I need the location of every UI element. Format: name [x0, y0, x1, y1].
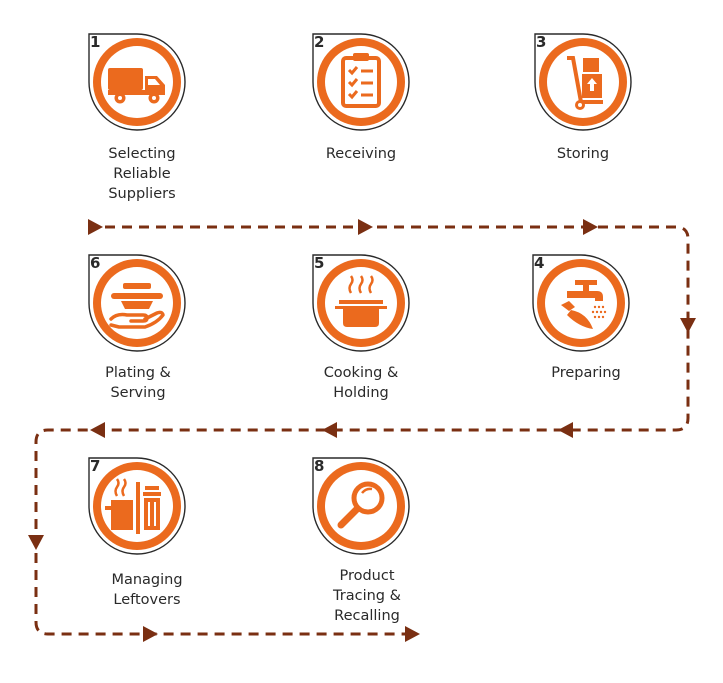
flow-line-row1 [34, 225, 690, 636]
step-label-3: Storing [508, 144, 658, 164]
label-line: Holding [333, 385, 389, 401]
arrow-right-2 [358, 219, 373, 235]
label-line: Tracing & [333, 588, 401, 604]
label-line: Suppliers [108, 186, 176, 202]
label-line: Serving [110, 385, 166, 401]
step-number: 6 [90, 254, 101, 272]
step-6: 6 [87, 253, 187, 353]
step-label-7: Managing Leftovers [72, 570, 222, 610]
truck-icon [108, 68, 165, 104]
serving-hand-icon [109, 283, 165, 329]
step-5: 5 [311, 253, 411, 353]
hand-truck-icon [567, 56, 603, 110]
arrow-right-4 [143, 626, 158, 642]
step-number: 4 [534, 254, 545, 272]
step-8: 8 [311, 456, 411, 556]
arrow-left-3 [90, 422, 105, 438]
step-label-4: Preparing [511, 363, 661, 383]
arrow-down-2 [28, 535, 44, 550]
label-line: Leftovers [113, 592, 181, 608]
step-7: 7 [87, 456, 187, 556]
label-line: Plating & [105, 365, 171, 381]
clipboard-checklist-icon [341, 53, 381, 108]
label-line: Preparing [551, 365, 621, 381]
label-line: Selecting [108, 146, 176, 162]
steaming-pot-icon [335, 275, 387, 327]
arrow-left-2 [322, 422, 337, 438]
step-number: 5 [314, 254, 325, 272]
label-line: Receiving [325, 146, 397, 162]
step-label-2: Receiving [286, 144, 436, 164]
step-3: 3 [533, 32, 633, 132]
step-number: 2 [314, 33, 325, 51]
faucet-knife-icon [561, 280, 607, 329]
step-number: 8 [314, 457, 325, 475]
step-2: 2 [311, 32, 411, 132]
step-1: 1 [87, 32, 187, 132]
step-label-6: Plating & Serving [63, 363, 213, 403]
arrow-down-1 [680, 318, 696, 333]
arrow-right-5 [405, 626, 420, 642]
step-number: 7 [90, 457, 101, 475]
label-line: Recalling [334, 608, 400, 624]
arrow-right-1 [88, 219, 103, 235]
step-label-1: Selecting Reliable Suppliers [67, 144, 217, 204]
arrow-right-3 [583, 219, 598, 235]
step-label-8: Product Tracing & Recalling [292, 566, 442, 626]
arrow-left-1 [558, 422, 573, 438]
label-line: Cooking & [323, 365, 399, 381]
label-line: Storing [556, 146, 610, 162]
step-number: 3 [536, 33, 547, 51]
step-number: 1 [90, 33, 101, 51]
label-line: Managing [111, 572, 183, 588]
magnifier-icon [337, 481, 385, 529]
label-line: Reliable [113, 166, 171, 182]
step-label-5: Cooking & Holding [286, 363, 436, 403]
container-trash-icon [105, 478, 161, 534]
label-line: Product [339, 568, 395, 584]
step-4: 4 [531, 253, 631, 353]
